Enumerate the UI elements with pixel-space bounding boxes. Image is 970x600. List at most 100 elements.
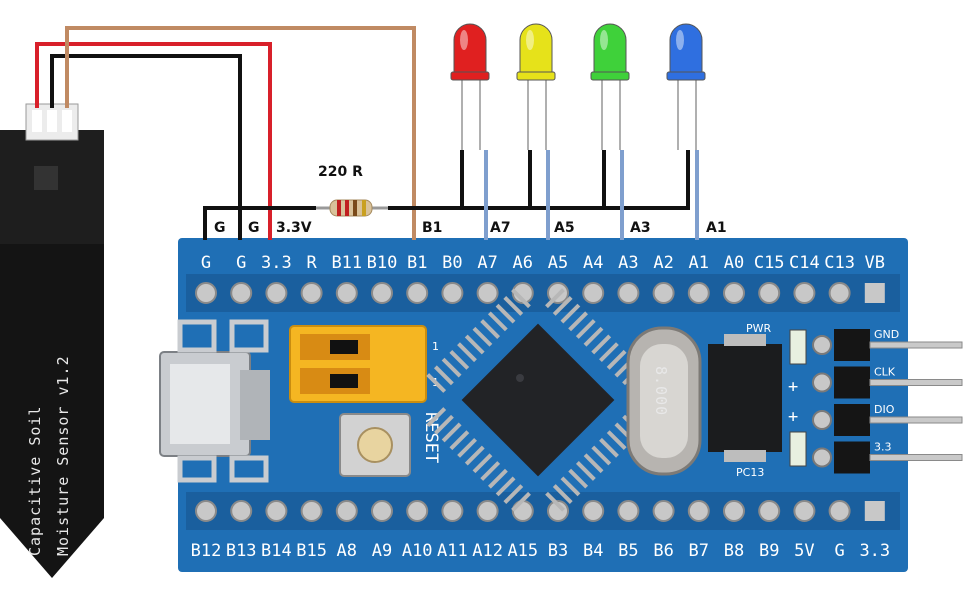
mcu-pin xyxy=(606,430,627,450)
resistor: 220 R xyxy=(316,164,388,217)
mcu-pin xyxy=(511,288,531,309)
side-pin-housing xyxy=(834,441,870,474)
mcu-pin xyxy=(457,342,477,363)
bottom-pin-hole xyxy=(300,500,323,522)
side-pin-housing xyxy=(834,329,870,361)
top-pin-hole xyxy=(511,282,534,304)
bottom-pin-hole xyxy=(547,500,569,522)
mcu-pin xyxy=(457,437,477,458)
bottom-pin-label: B6 xyxy=(653,541,673,561)
bottom-pin-hole xyxy=(441,500,464,522)
wire-label-b1: B1 xyxy=(422,220,442,236)
bottom-pin-hole xyxy=(758,500,781,522)
top-pin-hole xyxy=(582,282,605,304)
wire-label-a7: A7 xyxy=(490,220,511,236)
wire-gnd-black xyxy=(50,54,242,240)
bottom-pin-hole xyxy=(476,500,499,522)
top-pin-hole xyxy=(441,282,464,304)
side-pin xyxy=(869,416,963,424)
mcu-pin xyxy=(433,365,454,386)
top-pin-hole xyxy=(406,282,429,304)
bottom-pin-hole xyxy=(195,500,217,522)
bottom-pin-headers xyxy=(195,500,885,522)
bottom-pin-label: A9 xyxy=(372,541,392,561)
wire-signal-brown xyxy=(65,26,416,240)
side-pin-label: 3.3 xyxy=(874,441,892,454)
bottom-pin-label: A12 xyxy=(472,541,503,561)
plus-mark-2: + xyxy=(788,407,798,427)
mcu-pin xyxy=(599,342,619,363)
bottom-pin-label: B13 xyxy=(226,541,257,561)
wires xyxy=(35,26,699,240)
wire-label-3v3: 3.3V xyxy=(276,220,312,236)
mcu-pin xyxy=(606,349,627,370)
micro-usb-connector xyxy=(159,319,270,483)
led-highlight xyxy=(460,30,468,50)
side-pin-housing xyxy=(834,404,870,436)
mcu-pin xyxy=(568,311,588,332)
side-pin xyxy=(869,454,963,461)
bottom-pin-hole xyxy=(371,500,393,522)
bottom-pin-label: B12 xyxy=(191,541,222,561)
bottom-pin-label: 3.3 xyxy=(859,541,890,561)
top-pin-label: A1 xyxy=(689,253,709,273)
bottom-pin-hole xyxy=(687,500,710,522)
mcu-pin xyxy=(560,303,581,324)
bottom-pin-hole xyxy=(617,500,640,522)
bottom-pin-hole xyxy=(828,500,851,522)
mcu-pin xyxy=(575,461,596,481)
bottom-pin-label: A8 xyxy=(337,541,357,561)
indicator-leds xyxy=(450,23,706,150)
mcu-pin xyxy=(591,445,612,466)
top-pin-label: B10 xyxy=(367,253,398,273)
board-top-header-strip xyxy=(186,274,900,312)
top-pin-hole xyxy=(230,282,253,304)
wire-3v3-red xyxy=(35,42,272,240)
led-highlight xyxy=(600,30,608,50)
bottom-pin-label: B4 xyxy=(583,541,603,561)
mcu-pin xyxy=(434,414,454,435)
board-bottom-header-strip xyxy=(186,492,900,530)
wire-label-a1: A1 xyxy=(706,220,727,236)
jumper-mark-1: 1 xyxy=(432,340,439,353)
side-pin-hole xyxy=(812,410,832,430)
bottom-pin-label: B5 xyxy=(618,541,638,561)
top-pin-hole xyxy=(335,282,358,304)
bottom-pin-hole xyxy=(335,500,358,522)
mcu-pin xyxy=(426,373,447,393)
mcu-pin xyxy=(511,491,531,512)
side-pin-label: GND xyxy=(874,328,899,341)
mcu-pin xyxy=(449,430,470,451)
bottom-pin-label: B3 xyxy=(548,541,568,561)
led-body xyxy=(669,23,703,79)
top-pin-label: C14 xyxy=(789,253,820,273)
top-pin-label: G xyxy=(236,253,246,273)
top-pin-label: A0 xyxy=(724,253,744,273)
plus-mark-1: + xyxy=(788,377,798,397)
mcu-pin xyxy=(441,357,462,378)
mcu-pin xyxy=(599,437,619,458)
side-pin xyxy=(869,379,963,386)
wire-label-a5: A5 xyxy=(554,220,575,236)
top-pin-label: R xyxy=(306,253,317,273)
sensor-label-line2: Moisture Sensor v1.2 xyxy=(54,355,72,556)
mcu-pin xyxy=(591,334,612,355)
top-pin-hole xyxy=(758,282,781,304)
top-pin-label: 3.3 xyxy=(261,253,292,273)
mcu-pin xyxy=(575,319,596,339)
pc13-label: PC13 xyxy=(736,466,764,479)
side-pin-housing xyxy=(834,366,870,399)
top-pin-label: A6 xyxy=(513,253,533,273)
side-pin-label: DIO xyxy=(874,403,895,416)
mcu-pin xyxy=(545,288,565,309)
bottom-pin-label: B14 xyxy=(261,541,292,561)
status-leds: PWR PC13 + + xyxy=(736,322,807,479)
top-pin-label: C15 xyxy=(754,253,785,273)
side-pin xyxy=(869,341,963,349)
top-pin-hole xyxy=(864,283,885,303)
top-pin-hole xyxy=(300,282,323,304)
soil-moisture-sensor: Capacitive Soil Moisture Sensor v1.2 xyxy=(0,103,104,578)
